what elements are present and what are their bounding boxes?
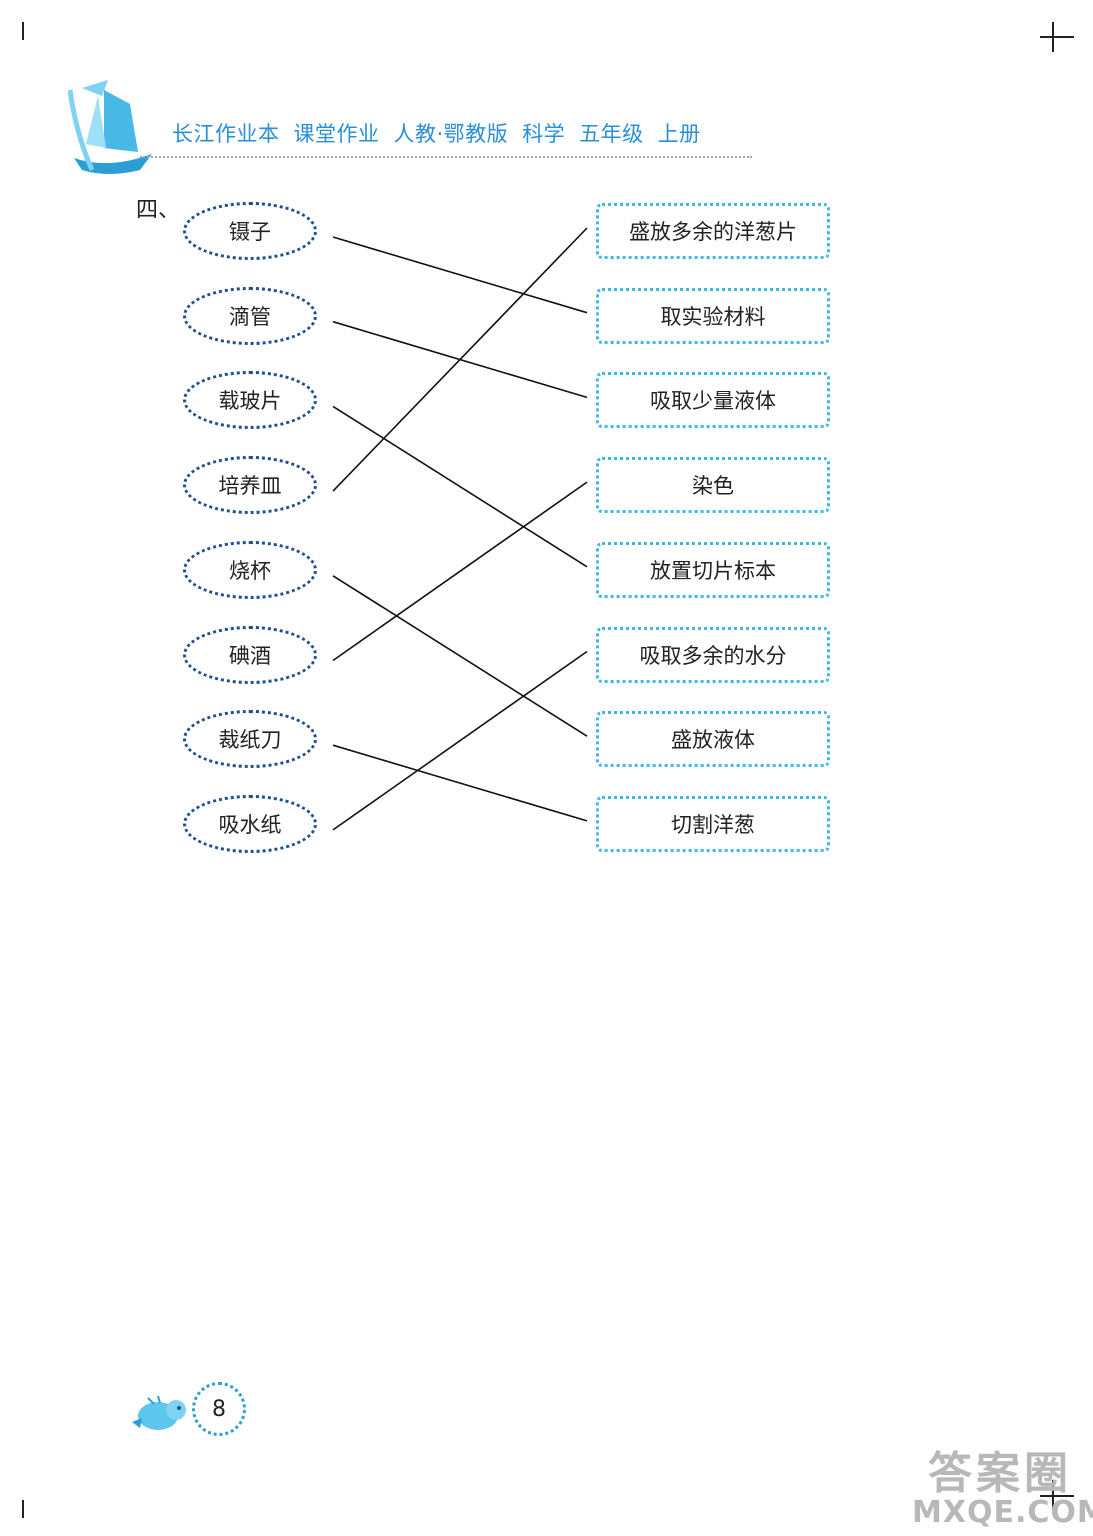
header-edition: 人教·鄂教版 — [393, 122, 509, 146]
section-number: 四、 — [136, 198, 181, 223]
header-grade: 五年级 — [579, 122, 644, 146]
header-subject: 科学 — [522, 122, 566, 146]
header-type: 课堂作业 — [293, 122, 380, 146]
header-underline — [140, 156, 752, 158]
left-item[interactable]: 裁纸刀 — [183, 710, 317, 769]
match-line — [332, 405, 588, 568]
match-line — [332, 744, 588, 822]
right-item[interactable]: 盛放液体 — [596, 711, 830, 768]
left-item[interactable]: 烧杯 — [183, 540, 317, 599]
header-title: 长江作业本课堂作业人教·鄂教版科学五年级上册 — [172, 118, 715, 152]
match-line — [332, 575, 588, 737]
header-volume: 上册 — [657, 122, 701, 146]
mascot-icon — [128, 1392, 194, 1440]
match-line — [332, 227, 588, 492]
left-item[interactable]: 培养皿 — [183, 456, 317, 515]
crop-mark-bottom-left — [22, 1500, 24, 1518]
right-item[interactable]: 取实验材料 — [596, 287, 830, 344]
left-item[interactable]: 载玻片 — [183, 371, 317, 430]
crop-mark-top-right-h — [1040, 36, 1074, 38]
right-item[interactable]: 放置切片标本 — [596, 541, 830, 598]
crop-mark-bottom-right-h — [1040, 1495, 1074, 1497]
watermark: 答案圈 MXQE.COM — [912, 1448, 1093, 1534]
match-line — [332, 481, 588, 662]
right-item[interactable]: 染色 — [596, 457, 830, 514]
left-item[interactable]: 碘酒 — [183, 625, 317, 684]
header-book: 长江作业本 — [172, 122, 280, 146]
right-item[interactable]: 盛放多余的洋葱片 — [596, 203, 830, 259]
right-item[interactable]: 吸取少量液体 — [596, 372, 830, 429]
match-line — [332, 650, 588, 831]
match-line — [332, 236, 588, 314]
left-item[interactable]: 吸水纸 — [183, 794, 317, 853]
crop-mark-top-left — [22, 22, 24, 40]
left-item[interactable]: 镊子 — [183, 202, 317, 260]
left-item[interactable]: 滴管 — [183, 286, 317, 345]
right-item[interactable]: 切割洋葱 — [596, 795, 830, 852]
page-number: 8 — [192, 1382, 246, 1436]
sailboat-logo-icon — [67, 74, 158, 183]
watermark-line2: MXQE.COM — [912, 1495, 1093, 1530]
watermark-line1: 答案圈 — [928, 1448, 1072, 1499]
right-item[interactable]: 吸取多余的水分 — [596, 626, 830, 683]
